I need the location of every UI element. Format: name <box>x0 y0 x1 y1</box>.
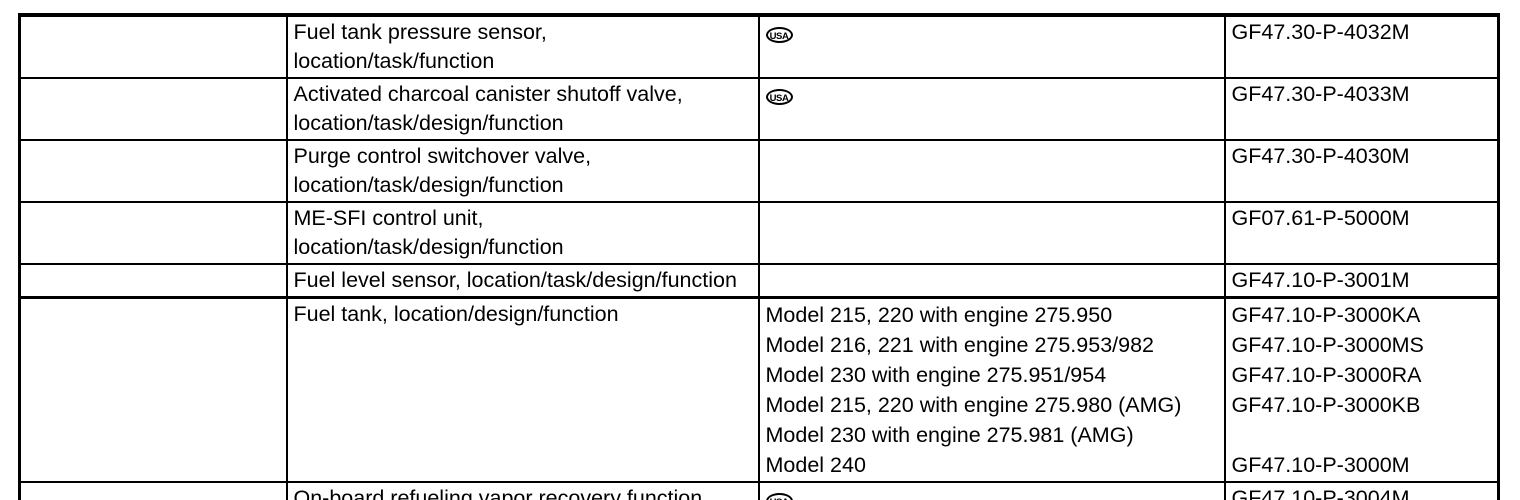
description-cell: Fuel tank pressure sensor, location/task… <box>285 14 760 79</box>
table-row: Fuel tank pressure sensor, location/task… <box>18 14 1500 79</box>
region-cell <box>757 139 1226 203</box>
service-documents-table: Fuel tank pressure sensor, location/task… <box>18 13 1500 500</box>
description-cell: Activated charcoal canister shutoff valv… <box>285 77 760 141</box>
description-text: Activated charcoal canister shutoff valv… <box>293 82 683 135</box>
model-line: Model 215, 220 with engine 275.950 <box>765 303 1113 327</box>
doc-number: GF47.30-P-4032M <box>1231 20 1410 44</box>
region-cell: USA <box>757 481 1226 500</box>
model-applicability-cell: Model 215, 220 with engine 275.950 Model… <box>757 296 1226 483</box>
description-cell: ME-SFI control unit, location/task/desig… <box>285 201 760 265</box>
description-text: Fuel tank pressure sensor, location/task… <box>293 20 547 73</box>
row-ref-cell <box>18 481 288 500</box>
description-text: Fuel tank, location/design/function <box>293 302 619 326</box>
doc-number: GF47.30-P-4033M <box>1231 82 1410 106</box>
doc-number-cell: GF47.10-P-3000KA GF47.10-P-3000MS GF47.1… <box>1223 296 1500 483</box>
description-cell: Fuel level sensor, location/task/design/… <box>285 263 760 299</box>
row-ref-cell <box>18 139 288 203</box>
doc-number-cell: GF07.61-P-5000M <box>1223 201 1500 265</box>
usa-icon: USA <box>765 89 793 105</box>
table-row: Fuel level sensor, location/task/design/… <box>18 263 1500 299</box>
model-line: Model 230 with engine 275.981 (AMG) <box>765 423 1134 447</box>
model-line: Model 240 <box>765 453 866 477</box>
table-row: On-board refueling vapor recovery functi… <box>18 481 1500 500</box>
region-cell <box>757 263 1226 299</box>
doc-number: GF47.10-P-3000KA <box>1231 303 1421 327</box>
doc-number-cell: GF47.30-P-4032M <box>1223 14 1500 79</box>
row-ref-cell <box>18 14 288 79</box>
doc-number: GF47.10-P-3000M <box>1231 453 1410 477</box>
region-cell: USA <box>757 77 1226 141</box>
doc-number-cell: GF47.10-P-3004M <box>1223 481 1500 500</box>
usa-icon: USA <box>765 493 793 500</box>
doc-number-cell: GF47.30-P-4033M <box>1223 77 1500 141</box>
doc-number: GF47.10-P-3000KB <box>1231 393 1421 417</box>
usa-icon: USA <box>765 27 793 43</box>
doc-number-cell: GF47.10-P-3001M <box>1223 263 1500 299</box>
row-ref-cell <box>18 263 288 299</box>
row-ref-cell <box>18 77 288 141</box>
doc-number: GF47.30-P-4030M <box>1231 144 1410 168</box>
doc-number-cell: GF47.30-P-4030M <box>1223 139 1500 203</box>
description-text: Purge control switchover valve, location… <box>293 144 592 197</box>
doc-number: GF47.10-P-3000RA <box>1231 363 1422 387</box>
model-line: Model 230 with engine 275.951/954 <box>765 363 1107 387</box>
row-ref-cell <box>18 201 288 265</box>
doc-number: GF47.10-P-3001M <box>1231 268 1410 292</box>
table-row: ME-SFI control unit, location/task/desig… <box>18 201 1500 265</box>
doc-number-empty <box>1232 420 1488 450</box>
description-text: Fuel level sensor, location/task/design/… <box>293 268 737 292</box>
table-row: Purge control switchover valve, location… <box>18 139 1500 203</box>
region-cell: USA <box>757 14 1226 79</box>
model-line: Model 215, 220 with engine 275.980 (AMG) <box>765 393 1182 417</box>
doc-number: GF47.10-P-3000MS <box>1231 333 1424 357</box>
description-text: On-board refueling vapor recovery functi… <box>293 486 703 500</box>
doc-number: GF07.61-P-5000M <box>1231 206 1410 230</box>
model-line: Model 216, 221 with engine 275.953/982 <box>765 333 1155 357</box>
table-row: Activated charcoal canister shutoff valv… <box>18 77 1500 141</box>
doc-number: GF47.10-P-3004M <box>1231 486 1410 500</box>
description-cell: Fuel tank, location/design/function <box>285 296 760 483</box>
description-text: ME-SFI control unit, location/task/desig… <box>293 206 564 259</box>
region-cell <box>757 201 1226 265</box>
table-row: Fuel tank, location/design/function Mode… <box>18 296 1500 483</box>
description-cell: Purge control switchover valve, location… <box>285 139 760 203</box>
description-cell: On-board refueling vapor recovery functi… <box>285 481 760 500</box>
row-ref-cell <box>18 296 288 483</box>
